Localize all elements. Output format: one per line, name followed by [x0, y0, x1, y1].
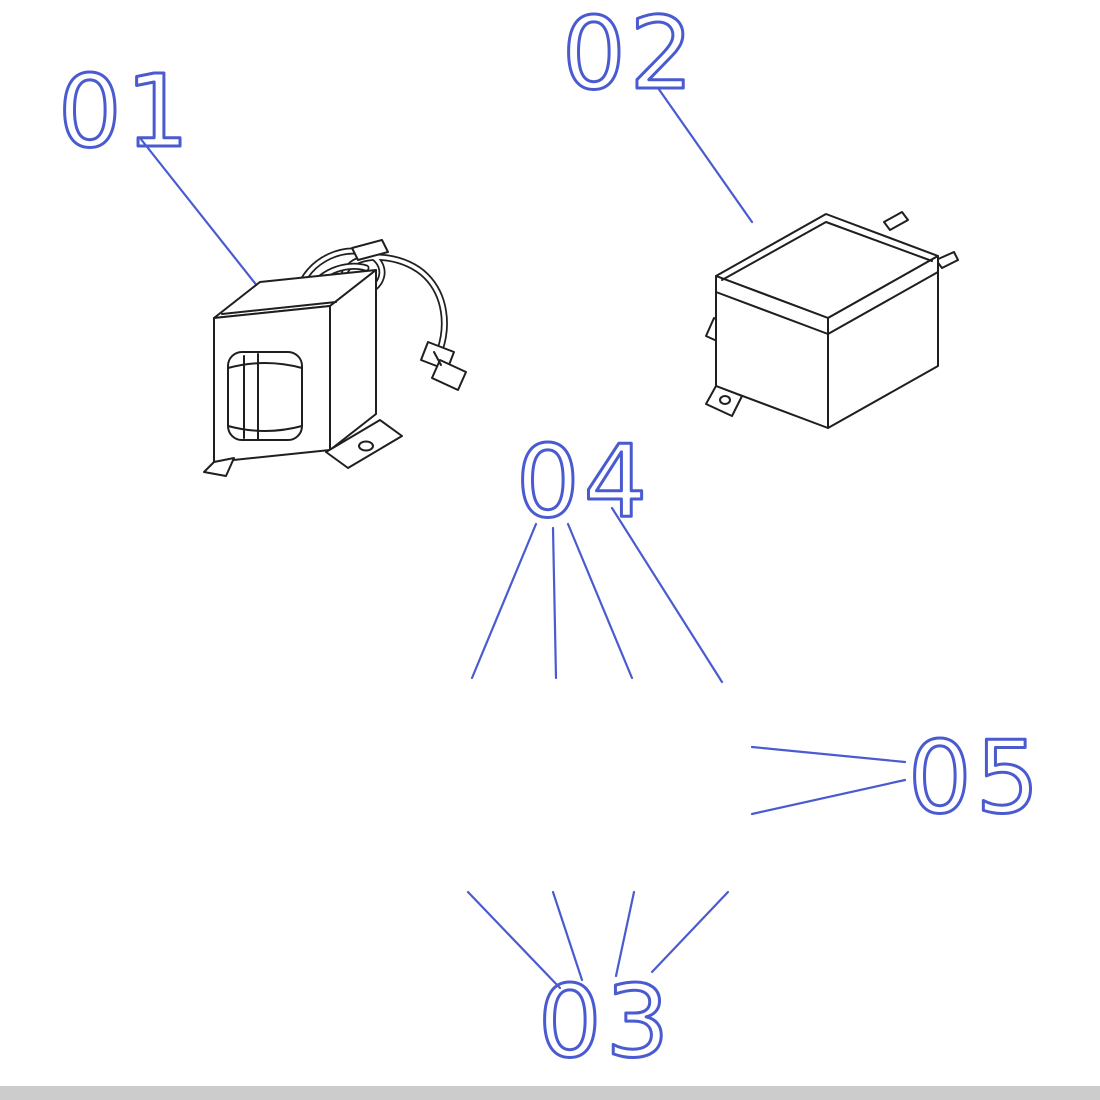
leader-lines — [138, 86, 907, 990]
hardware-grid — [454, 702, 740, 887]
lock-nut — [622, 702, 646, 718]
transformer-part — [203, 239, 467, 477]
callout-label-03: 03 — [538, 963, 673, 1080]
washer — [541, 812, 565, 829]
footer-bar — [0, 1086, 1100, 1100]
washer — [541, 738, 565, 755]
lock-nut — [541, 702, 565, 718]
screw — [542, 852, 564, 887]
leader-05-b — [750, 778, 907, 816]
screw — [717, 852, 739, 887]
filter-mount-hole — [719, 395, 731, 405]
leader-04-a — [470, 522, 538, 680]
leader-03-a — [466, 890, 562, 990]
lock-nut — [716, 702, 740, 718]
leader-04-b — [551, 526, 558, 680]
leader-04-c — [566, 522, 634, 680]
washer — [454, 738, 478, 755]
leader-03-c — [614, 890, 636, 978]
leader-02 — [656, 86, 754, 224]
transformer-coil — [227, 351, 303, 441]
transformer-flange-left — [203, 457, 235, 477]
callout-label-05: 05 — [908, 719, 1043, 836]
washer — [622, 812, 646, 829]
leader-03-d — [650, 890, 730, 974]
leader-01 — [138, 136, 260, 289]
flange-hole — [358, 440, 374, 452]
washer — [716, 812, 740, 829]
filter-tab-top — [883, 211, 909, 231]
spade-terminal-end-2 — [431, 359, 467, 391]
spade-terminal-top — [351, 239, 389, 261]
leader-05-a — [750, 745, 907, 764]
callout-label-01: 01 — [58, 53, 193, 170]
washer — [716, 738, 740, 755]
washer — [454, 812, 478, 829]
leader-04-d — [610, 506, 724, 684]
lock-nut — [454, 702, 478, 718]
washer — [622, 738, 646, 755]
screw — [623, 852, 645, 887]
filter-right-face — [827, 255, 939, 429]
emi-filter-part — [705, 211, 959, 429]
callout-label-02: 02 — [562, 0, 697, 112]
screw — [455, 852, 477, 887]
leader-03-b — [551, 890, 584, 982]
callout-label-04: 04 — [516, 423, 651, 540]
filter-tab-right — [935, 251, 959, 269]
